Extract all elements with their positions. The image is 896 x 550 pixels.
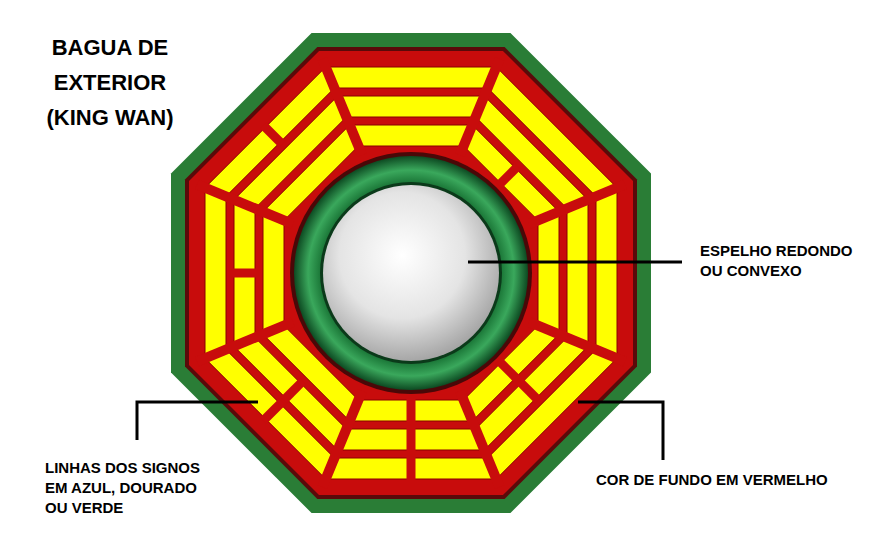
line-break [407,397,416,424]
trigram-line [596,188,617,359]
line-break [284,381,303,400]
line-break [499,361,518,380]
line-break [263,125,282,144]
leader-line [137,402,258,440]
sector-divider [322,59,362,155]
trigram-line [350,125,473,146]
line-break [231,269,258,278]
callout-label: ESPELHO REDONDO OU CONVEXO [700,241,866,281]
leader-line [578,402,663,460]
convex-mirror [323,185,499,361]
line-break [407,426,416,453]
trigram-line [488,67,617,196]
sector-divider [529,322,625,362]
octagon-shadow [185,47,637,499]
green-ring [294,156,528,390]
red-ground [189,51,633,495]
title: BAGUA DE EXTERIOR (KING WAN) [30,30,190,135]
mirror-rim [320,182,502,364]
line-break [263,402,282,421]
trigram-line [263,212,284,335]
trigram-line [338,96,485,117]
line-break [519,381,538,400]
sector-divider [460,59,500,155]
sector-divider [460,391,500,487]
trigram-line [205,188,226,359]
callout-label: COR DE FUNDO EM VERMELHO [596,470,828,490]
trigram-line [205,67,334,196]
line-break [499,166,518,185]
sector-divider [529,184,625,224]
callout-label: LINHAS DOS SIGNOS EM AZUL, DOURADO OU VE… [45,458,211,518]
octagon-frame [171,33,651,513]
sector-divider [197,322,293,362]
trigram-line [488,350,617,479]
sector-divider [322,391,362,487]
leader-line [468,261,682,264]
line-break [407,455,416,482]
trigram-line [326,67,497,88]
ring-shadow [290,152,532,394]
trigram-line [205,350,334,479]
sector-divider [197,184,293,224]
trigram-line [538,212,559,335]
trigram-line [567,200,588,347]
